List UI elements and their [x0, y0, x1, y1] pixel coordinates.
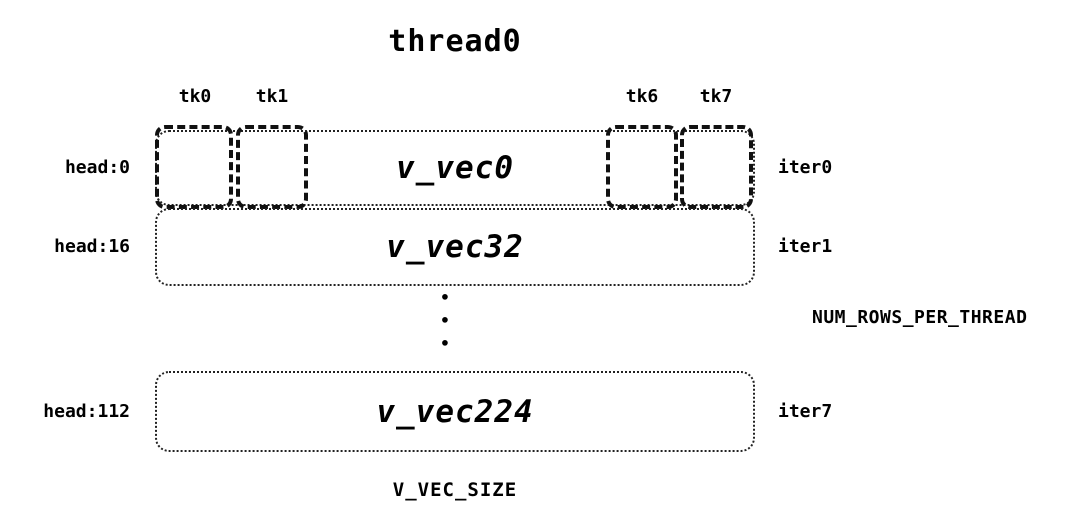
ellipsis-dot: •	[440, 311, 450, 330]
ellipsis-dot: •	[440, 288, 450, 307]
vec-label-0: v_vec0	[396, 150, 514, 186]
tick-label-tk1: tk1	[255, 86, 289, 107]
iter-label-2: iter7	[778, 401, 833, 422]
num-rows-per-thread-label: NUM_ROWS_PER_THREAD	[812, 307, 1028, 328]
vec-label-1: v_vec32	[386, 229, 524, 265]
iter-label-0: iter0	[778, 157, 833, 178]
vertical-ellipsis: • • •	[430, 290, 460, 352]
ellipsis-dot: •	[440, 334, 450, 353]
vec-label-2: v_vec224	[376, 393, 534, 430]
tk0-cell	[155, 125, 233, 209]
diagram-title: thread0	[388, 24, 522, 59]
tick-label-tk6: tk6	[625, 86, 659, 107]
v-vec-size-label: V_VEC_SIZE	[392, 479, 518, 501]
tk1-cell	[236, 125, 308, 209]
tick-label-tk7: tk7	[699, 86, 733, 107]
head-label-2: head:112	[43, 401, 130, 422]
tick-label-tk0: tk0	[178, 86, 212, 107]
head-label-1: head:16	[54, 236, 130, 257]
tk7-cell	[680, 125, 753, 209]
tk6-cell	[606, 125, 678, 209]
iter-label-1: iter1	[778, 236, 833, 257]
vvec-row-2: v_vec224	[155, 371, 755, 452]
vvec-row-1: v_vec32	[155, 208, 755, 286]
head-label-0: head:0	[64, 157, 130, 178]
